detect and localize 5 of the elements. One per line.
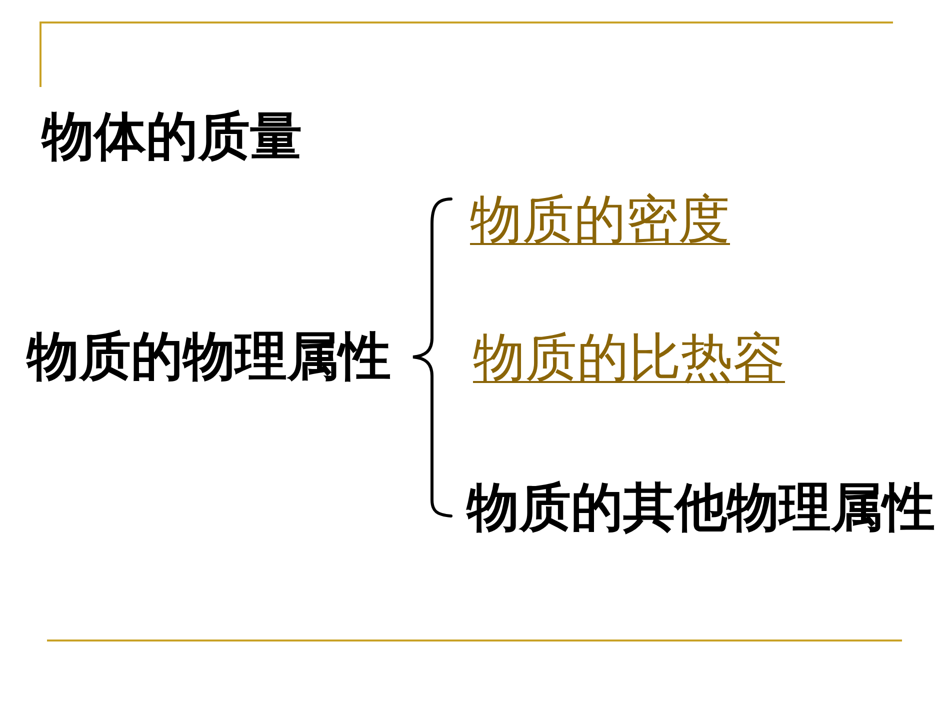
topic-label: 物质的物理属性 xyxy=(27,331,391,383)
hyperlink: 物质的密度 xyxy=(470,194,730,246)
slide-heading: 物体的质量 xyxy=(42,111,302,163)
branch-label: 物质的其他物理属性 xyxy=(467,482,935,534)
hyperlink: 物质的比热容 xyxy=(473,332,785,384)
